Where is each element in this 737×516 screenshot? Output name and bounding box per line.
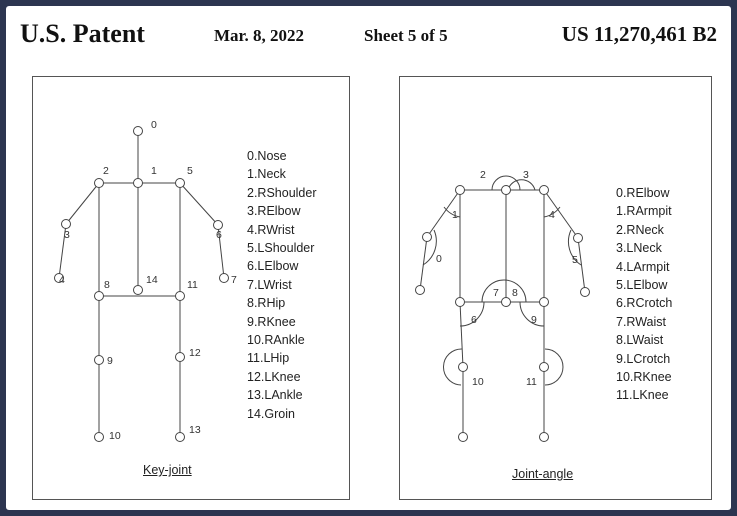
legend-item: 8.LWaist [616, 333, 664, 348]
legend-item: 2.RNeck [616, 222, 664, 237]
legend-item: 3.RElbow [247, 204, 301, 219]
patent-header: U.S. Patent Mar. 8, 2022 Sheet 5 of 5 US… [6, 20, 731, 50]
legend-item: 2.RShoulder [247, 185, 317, 200]
joint-node [415, 285, 425, 295]
angle-label-4: 4 [549, 209, 555, 221]
joint-node-relbow [61, 219, 71, 229]
angle-label-10: 10 [472, 376, 484, 388]
node-label-2: 2 [103, 165, 109, 177]
node-label-6: 6 [216, 229, 222, 241]
node-label-11: 11 [187, 279, 198, 291]
legend-item: 6.RCrotch [616, 296, 673, 311]
legend-item: 7.LWrist [247, 277, 292, 292]
joint-node [455, 185, 465, 195]
legend-item: 12.LKnee [247, 369, 301, 384]
legend-item: 10.RAnkle [247, 333, 305, 348]
joint-node [539, 362, 549, 372]
joint-node-rshoulder [94, 178, 104, 188]
patent-date: Mar. 8, 2022 [214, 26, 305, 45]
legend-item: 11.LHip [247, 351, 290, 366]
node-label-8: 8 [104, 279, 110, 291]
joint-node-rankle [94, 432, 104, 442]
joint-node [501, 297, 511, 307]
legend-item: 11.LKnee [616, 388, 669, 403]
node-label-14: 14 [146, 274, 158, 286]
joint-angle-legend: 0.RElbow 1.RArmpit 2.RNeck 3.LNeck 4.LAr… [616, 184, 672, 405]
joint-node-rknee [94, 355, 104, 365]
joint-node-neck [133, 178, 143, 188]
angle-label-11: 11 [526, 376, 537, 388]
angle-label-0: 0 [436, 253, 442, 265]
legend-item: 14.Groin [247, 406, 295, 421]
angle-label-3: 3 [523, 169, 529, 181]
joint-node [458, 362, 468, 372]
key-joint-skeleton: 0 1 2 3 4 5 6 7 8 9 10 11 12 13 14 [54, 119, 237, 442]
joint-node [539, 297, 549, 307]
node-label-0: 0 [151, 119, 157, 131]
legend-item: 10.RKnee [616, 370, 672, 385]
legend-item: 1.RArmpit [616, 204, 672, 219]
legend-item: 5.LShoulder [247, 241, 315, 256]
joint-node-groin [133, 285, 143, 295]
key-joint-figure: 0 1 2 3 4 5 6 7 8 9 10 11 12 13 14 0.Nos… [32, 76, 350, 500]
node-label-3: 3 [64, 229, 70, 241]
angle-label-6: 6 [471, 314, 477, 326]
legend-item: 1.Neck [247, 167, 286, 182]
angle-label-5: 5 [572, 254, 578, 266]
node-label-4: 4 [59, 274, 65, 286]
legend-item: 5.LElbow [616, 278, 668, 293]
node-label-7: 7 [231, 274, 237, 286]
joint-node [455, 297, 465, 307]
sheet-number: Sheet 5 of 5 [364, 26, 448, 45]
figure-caption-joint-angle: Joint-angle [512, 467, 574, 481]
angle-label-2: 2 [480, 169, 486, 181]
legend-item: 3.LNeck [616, 241, 662, 256]
joint-node [573, 233, 583, 243]
key-joint-legend: 0.Nose 1.Neck 2.RShoulder 3.RElbow 4.RWr… [247, 147, 317, 423]
joint-node [458, 432, 468, 442]
legend-item: 0.Nose [247, 149, 287, 163]
joint-node-lankle [175, 432, 185, 442]
joint-node [422, 232, 432, 242]
legend-item: 4.LArmpit [616, 259, 670, 274]
node-label-1: 1 [151, 165, 157, 177]
legend-item: 13.LAnkle [247, 388, 303, 403]
patent-sheet: U.S. Patent Mar. 8, 2022 Sheet 5 of 5 US… [6, 6, 731, 510]
joint-node-lhip [175, 291, 185, 301]
joint-node-nose [133, 126, 143, 136]
legend-item: 8.RHip [247, 296, 286, 311]
node-label-12: 12 [189, 347, 201, 359]
legend-item: 6.LElbow [247, 259, 299, 274]
joint-node [539, 432, 549, 442]
patent-title: U.S. Patent [20, 19, 145, 48]
joint-node-rhip [94, 291, 104, 301]
legend-item: 7.RWaist [616, 314, 667, 329]
legend-item: 0.RElbow [616, 186, 670, 200]
legend-item: 9.RKnee [247, 314, 296, 329]
joint-angle-figure: 0 1 2 3 4 5 6 7 8 9 10 11 0.RElbow 1.RAr… [399, 76, 712, 500]
node-label-10: 10 [109, 430, 121, 442]
node-label-13: 13 [189, 424, 201, 436]
angle-label-7: 7 [493, 287, 499, 299]
joint-node-lwrist [219, 273, 229, 283]
legend-item: 4.RWrist [247, 222, 295, 237]
joint-node-lshoulder [175, 178, 185, 188]
angle-label-9: 9 [531, 314, 537, 326]
node-label-9: 9 [107, 355, 113, 367]
patent-number: US 11,270,461 B2 [561, 22, 717, 46]
joint-node-rwrist [54, 273, 64, 283]
angle-label-1: 1 [452, 209, 458, 221]
legend-item: 9.LCrotch [616, 351, 671, 366]
joint-node-lknee [175, 352, 185, 362]
angle-label-8: 8 [512, 287, 518, 299]
figure-caption-key-joint: Key-joint [143, 463, 192, 477]
joint-node [580, 287, 590, 297]
joint-angle-skeleton: 0 1 2 3 4 5 6 7 8 9 10 11 [415, 169, 590, 442]
joint-node [539, 185, 549, 195]
joint-node [501, 185, 511, 195]
node-label-5: 5 [187, 165, 193, 177]
joint-node-lelbow [213, 220, 223, 230]
